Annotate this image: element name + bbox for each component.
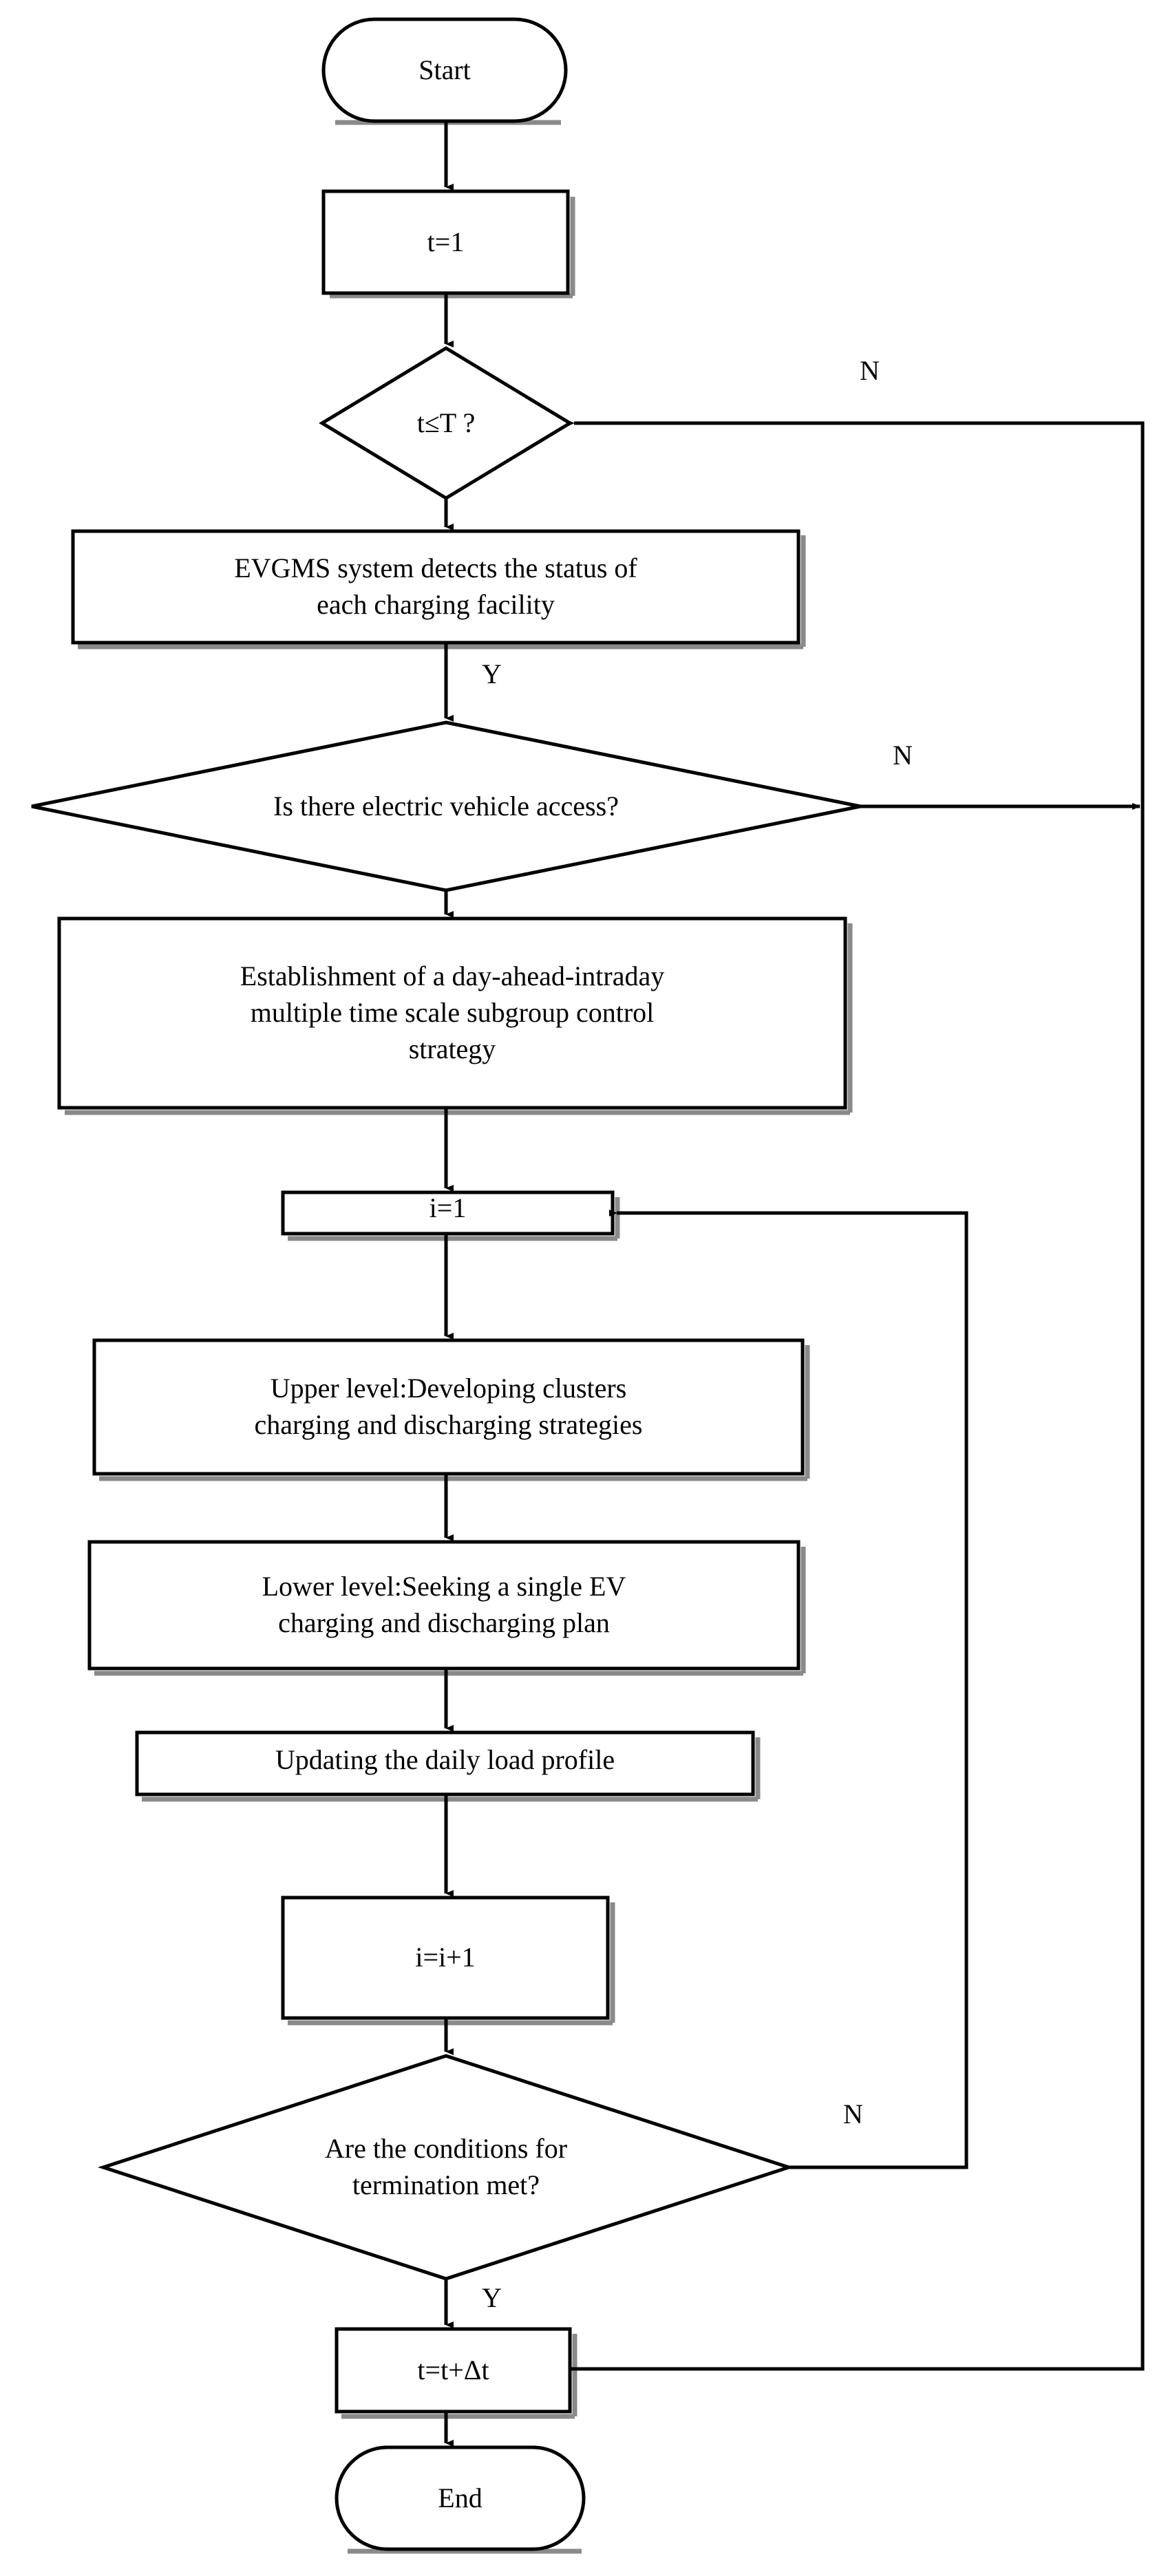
upper-box[interactable] (94, 1340, 803, 1474)
init-t-box-shape (321, 189, 570, 295)
detect-box[interactable] (73, 531, 798, 643)
end-terminator-shape (335, 2445, 586, 2551)
update-box-shape (135, 1730, 755, 1796)
shadow-group (65, 120, 853, 2554)
establish-box[interactable] (59, 919, 845, 1108)
edge-label-check-t-no: N (860, 355, 880, 386)
incr-t-box-shape (335, 2327, 572, 2414)
lower-box-shape (87, 1540, 801, 1671)
update-box[interactable] (137, 1732, 753, 1794)
incr-i-box-shape (281, 1896, 610, 2020)
start-terminator[interactable] (324, 19, 566, 121)
edge-outer-rail (566, 420, 1145, 2371)
edge-label-detect-yes: Y (482, 658, 502, 689)
init-t-box[interactable] (324, 191, 568, 293)
ev-access-diamond[interactable] (32, 722, 860, 890)
init-i-box[interactable] (283, 1192, 613, 1234)
edge-label-terminate-no: N (843, 2099, 863, 2129)
terminate-diamond[interactable] (103, 2056, 789, 2279)
lower-box[interactable] (89, 1542, 798, 1668)
edge-label-ev-access-no: N (893, 740, 913, 771)
incr-t-box[interactable] (337, 2329, 570, 2412)
connector-group (444, 121, 1145, 2447)
detect-box-shape (71, 529, 801, 645)
upper-box-shape (92, 1338, 805, 1476)
end-terminator[interactable] (337, 2447, 584, 2549)
check-t-diamond[interactable] (322, 348, 570, 498)
incr-i-box[interactable] (283, 1898, 608, 2018)
establish-box-shape (57, 916, 847, 1110)
edge-terminate-no-loop (609, 1210, 968, 2169)
edge-label-terminate-yes: Y (482, 2282, 502, 2313)
